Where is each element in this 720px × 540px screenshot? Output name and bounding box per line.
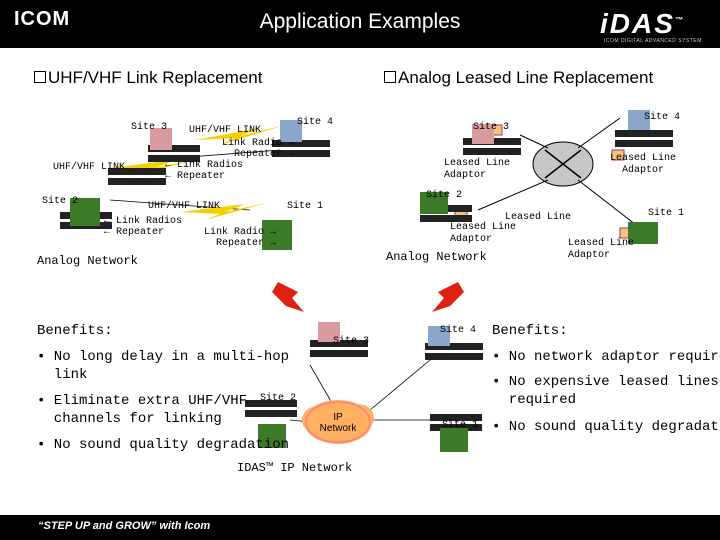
benefits-left-title: Benefits: <box>37 323 113 339</box>
footer-slogan: “STEP UP and GROW” with Icom <box>38 520 210 532</box>
right-leased-line-label: Leased Line <box>505 212 571 223</box>
right-caption: Analog Network <box>386 250 487 264</box>
red-arrows <box>272 282 464 312</box>
left-link-radios-repeater-left: ← Link Radios ← Repeater <box>104 216 182 238</box>
ip-site3-label: Site 3 <box>333 336 369 347</box>
left-site1-label: Site 1 <box>287 201 323 212</box>
left-link-radios-repeater-mid: ← Link Radios ← Repeater <box>165 160 243 182</box>
left-caption: Analog Network <box>37 254 138 268</box>
right-site4-label: Site 4 <box>644 112 680 123</box>
right-leased-adaptor-2: Leased Line Adaptor <box>610 153 676 177</box>
left-link-radio-repeater-right: Link Radio → Repeater → <box>204 227 276 249</box>
ip-caption: IDAS™ IP Network <box>237 461 352 475</box>
ip-cloud-label: IP Network <box>318 412 358 434</box>
right-site3-label: Site 3 <box>473 122 509 133</box>
right-leased-adaptor-1: Leased Line Adaptor <box>444 158 510 182</box>
left-uhf-link-mid: UHF/VHF LINK <box>148 201 220 212</box>
left-uhf-link-top: UHF/VHF LINK <box>189 125 261 136</box>
benefits-left-item-1: • No long delay in a multi-hop link <box>37 348 289 384</box>
right-leased-adaptor-4: Leased Line Adaptor <box>568 238 634 262</box>
benefits-right-title: Benefits: <box>492 323 568 339</box>
left-link-radio-repeater-top: Link Radio → Repeater → <box>222 138 294 160</box>
leased-line-switch <box>533 142 593 186</box>
ip-site4-label: Site 4 <box>440 325 476 336</box>
left-site3-label: Site 3 <box>131 122 167 133</box>
right-site1-label: Site 1 <box>648 208 684 219</box>
right-leased-adaptor-3: Leased Line Adaptor <box>450 222 516 246</box>
benefits-left-item-3: • No sound quality degradation <box>37 436 289 454</box>
benefits-right-item-3: • No sound quality degradation <box>492 418 720 436</box>
right-site2-label: Site 2 <box>426 190 462 201</box>
ip-site2-label: Site 2 <box>260 393 296 404</box>
benefits-right-item-2: • No expensive leased lines are required <box>492 373 720 409</box>
left-site4-label: Site 4 <box>297 117 333 128</box>
left-uhf-link-left: UHF/VHF LINK <box>53 162 125 173</box>
ip-site1-label: Site 1 <box>442 420 478 431</box>
left-site2-label: Site 2 <box>42 196 78 207</box>
benefits-right-item-1: • No network adaptor required <box>492 348 720 366</box>
benefits-left-item-2: • Eliminate extra UHF/VHF channels for l… <box>37 392 247 428</box>
